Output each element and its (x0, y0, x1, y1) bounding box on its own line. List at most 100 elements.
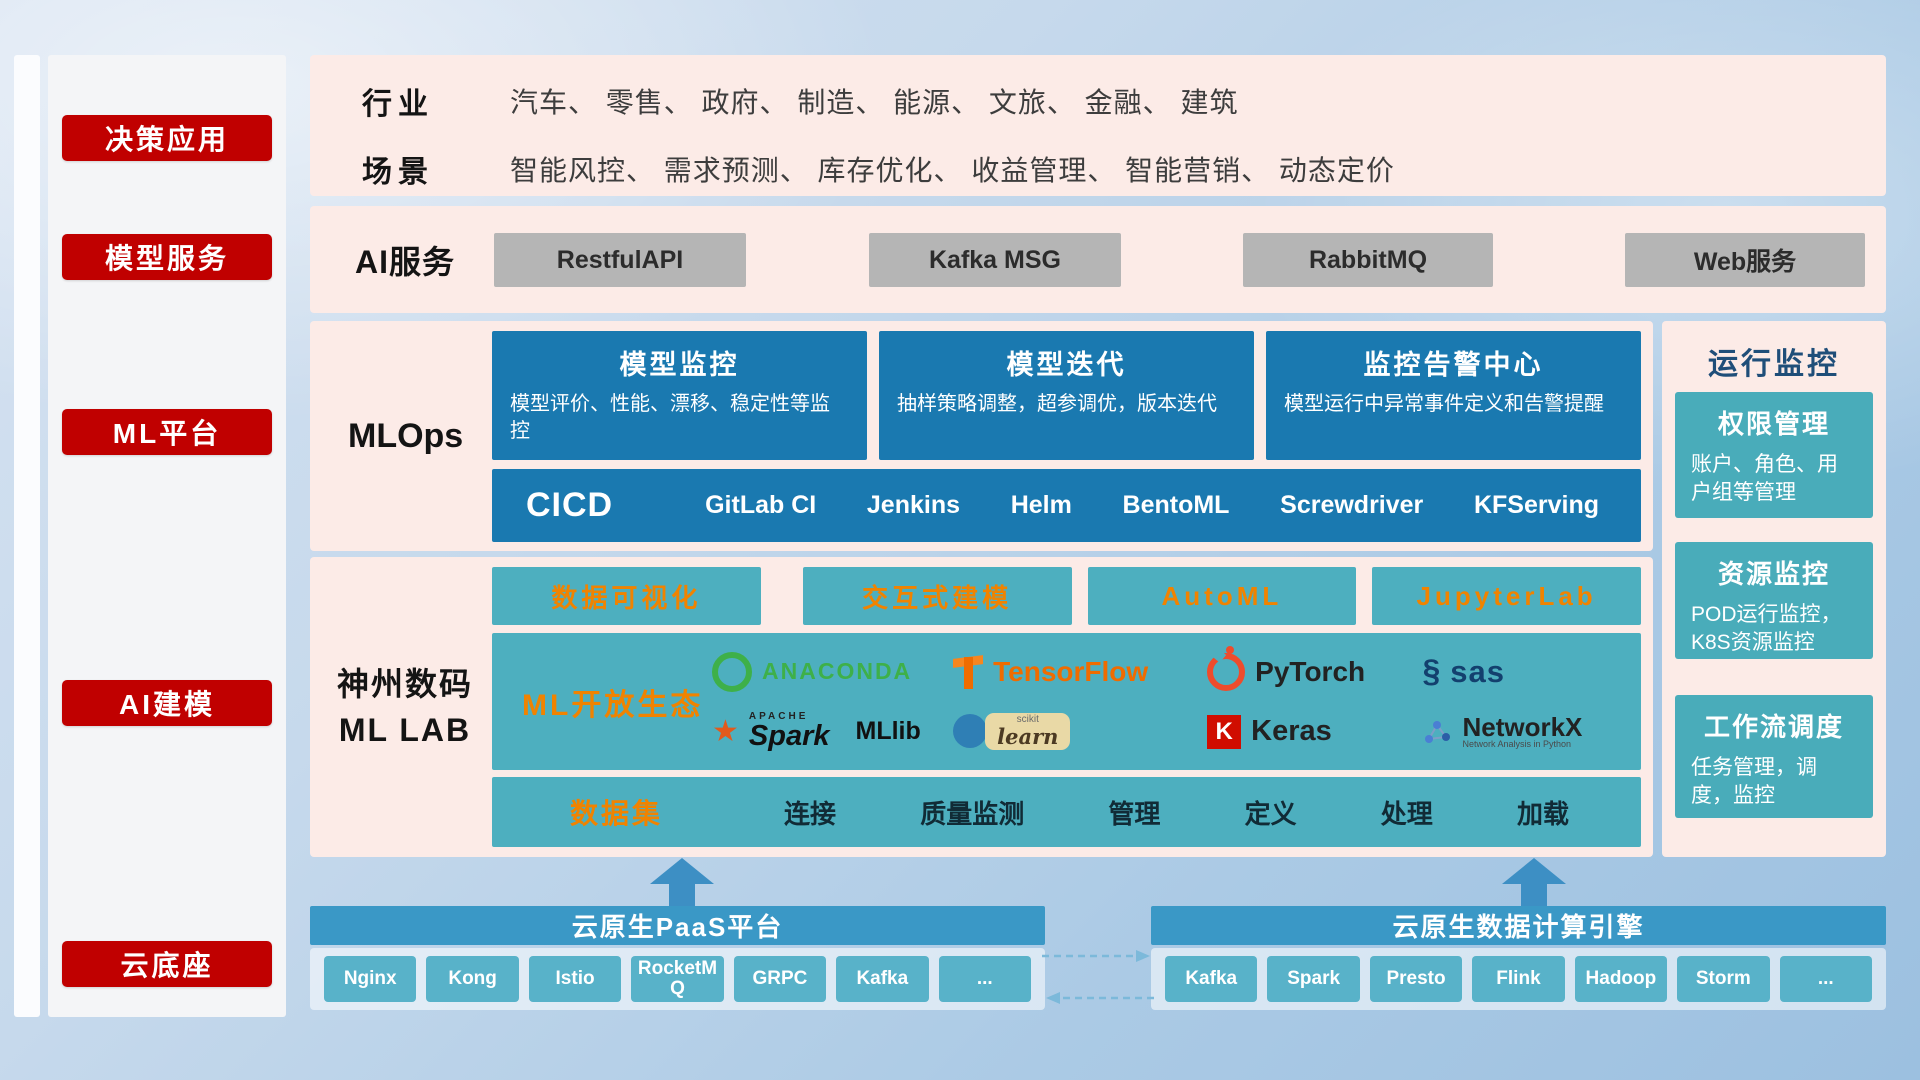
dataset-item-quality: 质量监测 (920, 798, 1025, 829)
card-desc: 模型评价、性能、漂移、稳定性等监控 (510, 393, 830, 442)
spark-apache-text: APACHE (748, 711, 809, 722)
dataset-items: 连接 质量监测 管理 定义 处理 加载 (720, 794, 1641, 831)
chip-more: ... (938, 956, 1031, 1002)
runtime-monitor-panel: 运行监控 权限管理 账户、角色、用户组等管理 资源监控 POD运行监控，K8S资… (1662, 321, 1886, 857)
pytorch-icon (1207, 645, 1246, 691)
keras-text: Keras (1251, 715, 1332, 747)
up-arrow-engine (1502, 858, 1566, 908)
dataset-item-connect: 连接 (784, 798, 837, 829)
spark-text: Spark (748, 720, 830, 752)
scikit-learn-badge: scikit learn (985, 713, 1071, 750)
card-desc: 模型运行中异常事件定义和告警提醒 (1284, 393, 1604, 415)
service-block-rabbitmq: RabbitMQ (1243, 233, 1493, 287)
card-workflow-scheduling: 工作流调度 任务管理，调度，监控 (1675, 695, 1873, 818)
networkx-text: NetworkX (1462, 712, 1583, 742)
spark-mllib-logo: ★ APACHE Spark MLlib (712, 712, 953, 751)
card-desc: 抽样策略调整，超参调优，版本迭代 (897, 393, 1217, 415)
service-block-kafka-msg: Kafka MSG (869, 233, 1121, 287)
card-title: 模型迭代 (1006, 350, 1127, 380)
mllab-label: 神州数码 ML LAB (318, 557, 492, 857)
service-block-web: Web服务 (1625, 233, 1865, 287)
tool-data-visualization: 数据可视化 (492, 567, 761, 625)
networkx-logo: NetworkX Network Analysis in Python (1422, 714, 1627, 749)
tool-interactive-modeling: 交互式建模 (802, 567, 1072, 625)
cicd-items: GitLab CI Jenkins Helm BentoML Screwdriv… (613, 491, 1641, 520)
arrow-stem (669, 884, 695, 907)
ai-service-panel: AI服务 RestfulAPI Kafka MSG RabbitMQ Web服务 (310, 206, 1886, 313)
pytorch-text: PyTorch (1255, 655, 1366, 687)
card-title: 权限管理 (1717, 409, 1830, 439)
cicd-item-jenkins: Jenkins (866, 491, 961, 519)
cicd-bar: CICD GitLab CI Jenkins Helm BentoML Scre… (492, 469, 1641, 542)
industry-list: 汽车、 零售、 政府、 制造、 能源、 文旅、 金融、 建筑 (510, 87, 1239, 118)
cicd-item-gitlab-ci: GitLab CI (705, 491, 817, 519)
networkx-subtitle: Network Analysis in Python (1462, 739, 1572, 749)
chip-kong: Kong (426, 956, 519, 1002)
anaconda-logo: ANACONDA (712, 651, 953, 692)
cicd-item-helm: Helm (1010, 491, 1072, 519)
tensorflow-logo: TensorFlow (953, 654, 1207, 690)
tensorflow-text: TensorFlow (993, 655, 1149, 687)
cicd-item-screwdriver: Screwdriver (1280, 491, 1424, 519)
scene-row: 场景 智能风控、 需求预测、 库存优化、 收益管理、 智能营销、 动态定价 (362, 145, 1866, 193)
chip-rocketmq: RocketMQ (631, 956, 724, 1002)
arrow-head (650, 858, 714, 884)
card-desc: POD运行监控，K8S资源监控 (1691, 603, 1842, 655)
sas-text: sas (1450, 653, 1505, 689)
layer-sidebar: 决策应用 模型服务 ML平台 AI建模 云底座 (48, 55, 286, 1017)
mlops-label: MLOps (348, 416, 464, 455)
paas-components: Nginx Kong Istio RocketMQ GRPC Kafka ... (310, 948, 1045, 1010)
chip-hadoop: Hadoop (1574, 956, 1668, 1002)
networkx-icon (1425, 720, 1451, 743)
card-permission-management: 权限管理 账户、角色、用户组等管理 (1675, 392, 1873, 518)
layer-label-decision-apps: 决策应用 (62, 115, 272, 161)
layer-label-ml-platform: ML平台 (62, 409, 272, 455)
card-title: 模型监控 (619, 350, 740, 380)
keras-icon: K (1207, 714, 1242, 749)
arrowhead-left (1046, 992, 1060, 1004)
dataset-item-process: 处理 (1380, 798, 1433, 829)
anaconda-icon (712, 651, 752, 692)
mlops-panel: MLOps 模型监控 模型评价、性能、漂移、稳定性等监控 模型迭代 抽样策略调整… (310, 321, 1653, 551)
dataset-label: 数据集 (570, 798, 664, 829)
industry-scene-panel: 行业 汽车、 零售、 政府、 制造、 能源、 文旅、 金融、 建筑 场景 智能风… (310, 55, 1886, 196)
scikit-learn-icon (953, 714, 988, 749)
anaconda-text: ANACONDA (762, 658, 913, 684)
mllib-text: MLlib (855, 717, 921, 745)
cloud-data-engine-bar: 云原生数据计算引擎 (1151, 906, 1886, 945)
chip-more: ... (1779, 956, 1872, 1002)
chip-presto: Presto (1369, 956, 1463, 1002)
engine-components: Kafka Spark Presto Flink Hadoop Storm ..… (1151, 948, 1886, 1010)
scene-list: 智能风控、 需求预测、 库存优化、 收益管理、 智能营销、 动态定价 (510, 155, 1395, 186)
spark-text-stack: APACHE Spark (749, 712, 830, 751)
learn-text: learn (997, 723, 1059, 749)
tool-jupyterlab: JupyterLab (1372, 567, 1641, 625)
layer-label-cloud-base: 云底座 (62, 941, 272, 987)
ml-open-ecosystem: ML开放生态 ANACONDA TensorFlow PyTorch § sas… (492, 633, 1641, 770)
scikit-learn-logo: scikit learn (953, 713, 1207, 750)
layer-label-model-services: 模型服务 (62, 234, 272, 280)
chip-storm: Storm (1677, 956, 1770, 1002)
scikit-text: scikit (1016, 714, 1039, 726)
dashed-exchange-arrows (1042, 950, 1154, 1004)
mlops-cards: 模型监控 模型评价、性能、漂移、稳定性等监控 模型迭代 抽样策略调整，超参调优，… (492, 331, 1641, 460)
tensorflow-icon (953, 654, 983, 690)
keras-logo: K Keras (1207, 714, 1422, 749)
chip-nginx: Nginx (324, 956, 417, 1002)
ecosystem-logo-grid: ANACONDA TensorFlow PyTorch § sas ★ APAC… (712, 642, 1641, 762)
dataset-item-define: 定义 (1244, 798, 1297, 829)
up-arrow-paas (650, 858, 714, 908)
ai-service-label: AI服务 (355, 243, 456, 280)
spark-star-icon: ★ (712, 714, 739, 748)
card-model-iteration: 模型迭代 抽样策略调整，超参调优，版本迭代 (879, 331, 1254, 460)
arrow-stem (1521, 884, 1547, 907)
ecosystem-label: ML开放生态 (522, 688, 704, 722)
mllab-panel: 神州数码 ML LAB 数据可视化 交互式建模 AutoML JupyterLa… (310, 557, 1653, 857)
cicd-item-kfserving: KFServing (1473, 491, 1599, 519)
industry-label: 行业 (362, 88, 434, 121)
arrow-head (1502, 858, 1566, 884)
chip-istio: Istio (528, 956, 622, 1002)
card-model-monitoring: 模型监控 模型评价、性能、漂移、稳定性等监控 (492, 331, 867, 460)
tool-automl: AutoML (1087, 567, 1357, 625)
